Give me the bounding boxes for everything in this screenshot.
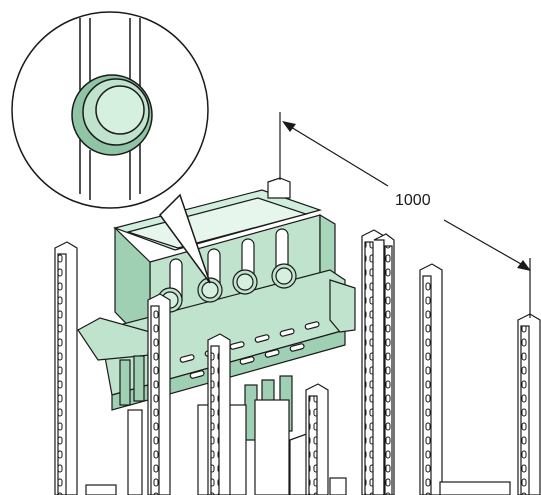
top-rail	[267, 177, 291, 199]
dimension-lines	[279, 112, 531, 318]
arrowheads	[282, 121, 531, 271]
right-bracket	[329, 279, 356, 333]
dimension-label: 1000	[395, 192, 431, 209]
front-rails	[147, 229, 395, 495]
rear-right-rails	[419, 263, 541, 495]
magnifier-callout-icon	[11, 11, 211, 284]
mounting-plates	[85, 399, 511, 495]
rear-left-rail	[54, 241, 78, 495]
